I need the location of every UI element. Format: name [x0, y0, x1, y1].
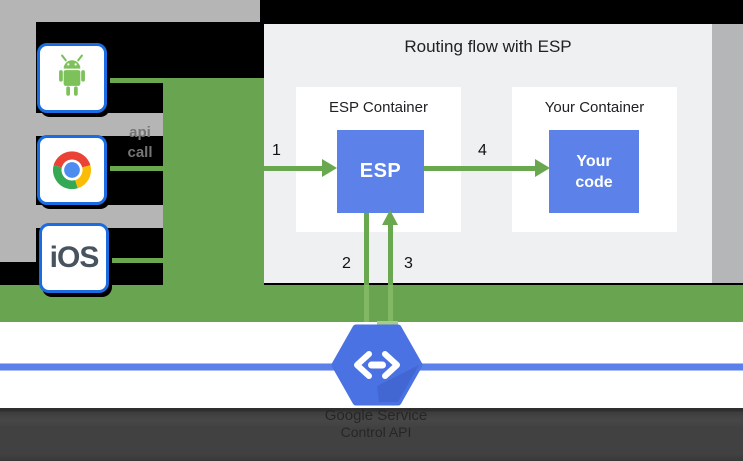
backdrop-top-strip	[0, 0, 260, 22]
bottom-dark-bar	[0, 408, 743, 461]
esp-box: ESP	[337, 130, 424, 213]
ios-client-box: iOS	[39, 223, 109, 293]
green-flow-horizontal-band	[0, 285, 743, 322]
band-to-hexagon-stub	[377, 321, 398, 327]
step-2-label: 2	[342, 255, 351, 272]
service-label-line1: Google Service	[324, 407, 428, 424]
android-client-box	[37, 43, 107, 113]
cloud-endpoints-hexagon-icon	[331, 324, 423, 406]
step-3-label: 3	[404, 255, 413, 272]
arrow-3-band-overlay	[388, 285, 393, 322]
green-flow-vertical-band	[163, 78, 264, 286]
chrome-connector-line	[107, 166, 165, 171]
step-1-label: 1	[272, 142, 281, 159]
routing-flow-panel: Routing flow with ESP ESP Container Your…	[264, 24, 712, 283]
chrome-client-box	[37, 135, 107, 205]
ios-connector-line	[110, 258, 165, 263]
arrow-4-head-icon	[535, 159, 550, 177]
arrow-4-line	[424, 166, 536, 171]
arrow-2-line	[364, 213, 369, 285]
arrow-2-band-overlay	[364, 285, 369, 322]
chrome-icon	[52, 150, 92, 190]
backdrop-gap-strip-1	[0, 113, 164, 136]
api-call-label: api call	[127, 124, 153, 161]
esp-container-title: ESP Container	[329, 99, 428, 116]
android-icon	[59, 54, 85, 96]
backdrop-gap-strip-2	[0, 205, 164, 228]
your-container-title: Your Container	[544, 99, 645, 116]
arrow-3-line	[388, 224, 393, 285]
arrow-3-head-icon	[382, 210, 398, 225]
step-4-label: 4	[478, 142, 487, 159]
arrow-1-head-icon	[322, 159, 337, 177]
backdrop-right-column	[711, 24, 743, 283]
android-connector-line	[107, 78, 165, 83]
service-control-label: Google Service Control API	[276, 407, 476, 440]
panel-title: Routing flow with ESP	[404, 37, 572, 56]
service-label-line2: Control API	[340, 424, 412, 440]
arrow-1-line	[264, 166, 322, 171]
ios-label: iOS	[49, 241, 100, 274]
